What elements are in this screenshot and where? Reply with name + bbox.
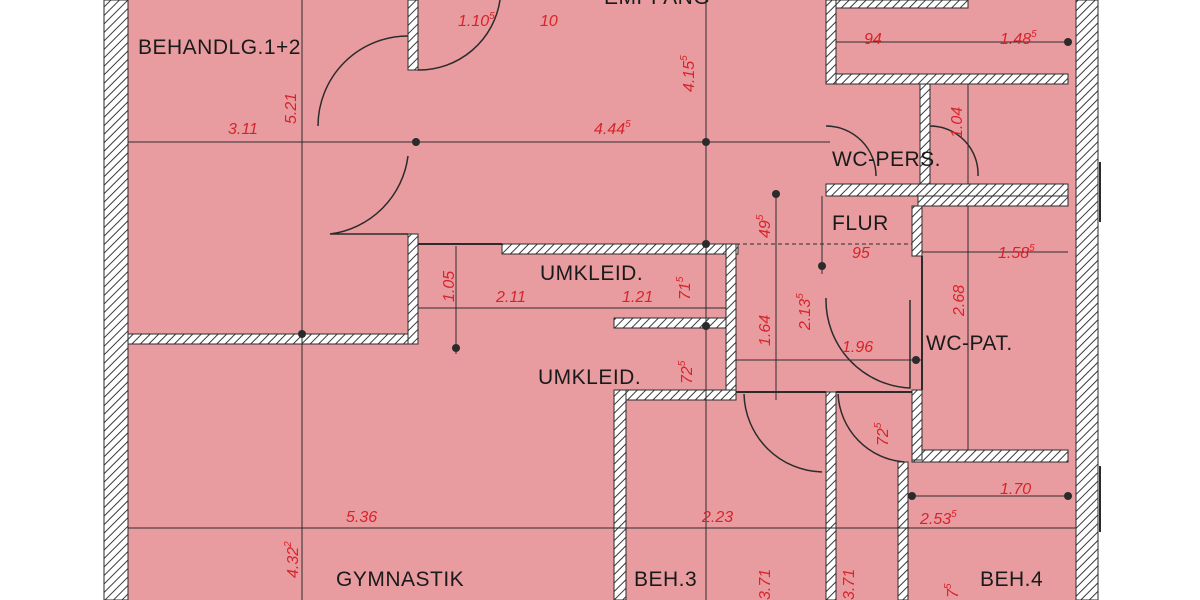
wall-beh3-east <box>825 391 837 600</box>
dimension-label: 5.21 <box>283 93 300 124</box>
room-label-wc-pers: WC-PERS. <box>832 148 941 171</box>
interior-walls <box>127 0 1069 600</box>
room-label-empfang: EMPFANG <box>604 0 710 9</box>
room-label-wc-pat: WC-PAT. <box>926 332 1013 355</box>
wall-umkleid-shelf <box>613 317 729 329</box>
exterior-wall-left <box>103 0 129 600</box>
dimension-label: 3.71 <box>841 569 858 600</box>
dimension-label: 2.535 <box>919 509 957 528</box>
dimension-label: 725 <box>873 422 892 446</box>
floor-area <box>128 0 1076 600</box>
dimension-label: 5.36 <box>346 509 377 526</box>
dimension-label: 2.11 <box>495 289 526 306</box>
dimension-label: 3.71 <box>757 569 774 600</box>
room-label-umkleid-2: UMKLEID. <box>538 366 641 389</box>
exterior-wall-right <box>1075 0 1099 600</box>
dimension-label: 1.05 <box>441 271 458 302</box>
wall-umkleid-bottom <box>613 389 737 401</box>
room-label-behandlg: BEHANDLG.1+2 <box>138 36 301 59</box>
wall-wcpat-west-lower <box>911 389 923 461</box>
column-markers <box>298 38 1072 500</box>
wall-top-right-box <box>835 0 969 9</box>
dimension-label: 75 <box>943 583 962 598</box>
dimension-label: 2.135 <box>795 293 814 331</box>
dimension-label: 1.96 <box>842 339 873 356</box>
room-label-flur: FLUR <box>832 212 889 235</box>
dimension-label: 10 <box>540 13 558 30</box>
dimension-label: 94 <box>864 31 882 48</box>
dimension-label: 4.155 <box>679 55 698 92</box>
dimension-label: 1.64 <box>757 315 774 346</box>
thin-walls <box>418 243 923 393</box>
wall-flur-top <box>825 183 1069 197</box>
wall-behandlg-bottom <box>127 333 417 345</box>
room-label-gymnastik: GYMNASTIK <box>336 568 464 591</box>
dimension-label: 4.445 <box>594 119 631 138</box>
wall-wcpat-top <box>917 195 1069 207</box>
dimension-label: 725 <box>677 360 696 384</box>
wall-beh3-west <box>613 389 627 600</box>
dimension-label: 2.23 <box>701 509 733 526</box>
wall-beh4-west <box>897 461 909 600</box>
grid-lines <box>128 0 1076 600</box>
dimension-label: 1.21 <box>622 289 653 306</box>
room-label-beh4: BEH.4 <box>980 568 1043 591</box>
dimension-label: 1.585 <box>998 243 1035 262</box>
wall-umkleid-east <box>725 243 737 395</box>
dimension-label: 495 <box>755 214 774 238</box>
dimension-label: 3.11 <box>228 121 258 138</box>
dimension-label: 2.68 <box>951 285 968 317</box>
dimension-label: 715 <box>675 276 694 300</box>
wall-wc-pers-top <box>825 73 1069 85</box>
wall-wcpat-bottom <box>911 449 1069 463</box>
wall-wc-pers-west <box>825 0 837 85</box>
dimension-label: 1.04 <box>949 107 966 138</box>
door-swings <box>317 0 979 473</box>
dimension-label: 4.322 <box>283 541 302 578</box>
dimension-label: 1.485 <box>1000 29 1037 48</box>
dimension-label: 1.70 <box>1000 481 1031 498</box>
room-label-beh3: BEH.3 <box>634 568 697 591</box>
dimension-label: 1.105 <box>458 11 495 30</box>
wall-behandlg-east-lower <box>407 233 419 345</box>
dimension-label: 95 <box>852 245 870 262</box>
room-label-umkleid-1: UMKLEID. <box>540 262 643 285</box>
wall-wcpat-west <box>911 205 923 257</box>
wall-behandlg-east-upper <box>407 0 419 71</box>
wall-umkleid-top <box>501 243 739 255</box>
